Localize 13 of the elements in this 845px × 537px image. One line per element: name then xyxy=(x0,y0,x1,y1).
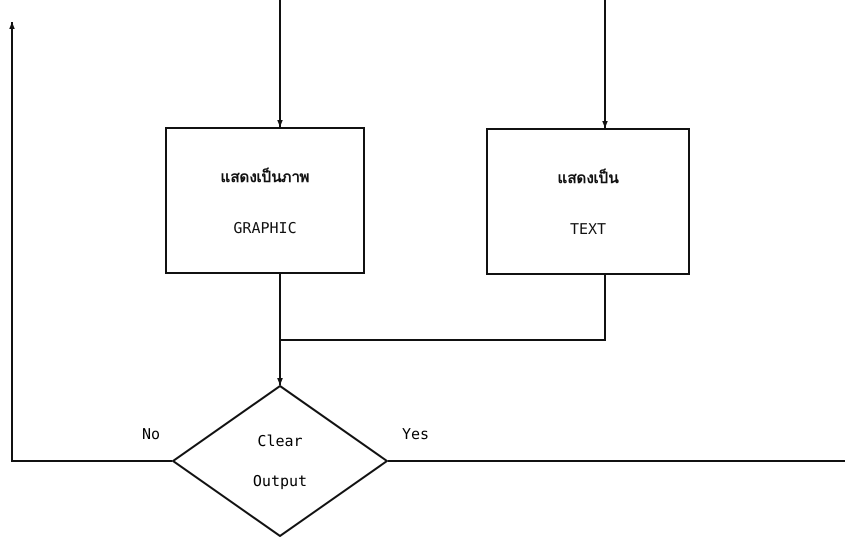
box-label: TEXT xyxy=(570,220,606,238)
process-box xyxy=(486,128,690,275)
decision-label: Clear Output xyxy=(252,431,308,492)
arrow xyxy=(602,0,608,128)
arrow xyxy=(9,22,172,462)
decision-diamond xyxy=(172,385,388,537)
box-label: GRAPHIC xyxy=(233,218,297,236)
process-box xyxy=(165,127,365,274)
arrow xyxy=(277,0,283,127)
arrow xyxy=(277,275,606,385)
box-heading: แสดงเป็นภาพ xyxy=(220,166,310,188)
connector-line xyxy=(388,460,845,462)
box-heading: แสดงเป็น xyxy=(558,168,618,188)
